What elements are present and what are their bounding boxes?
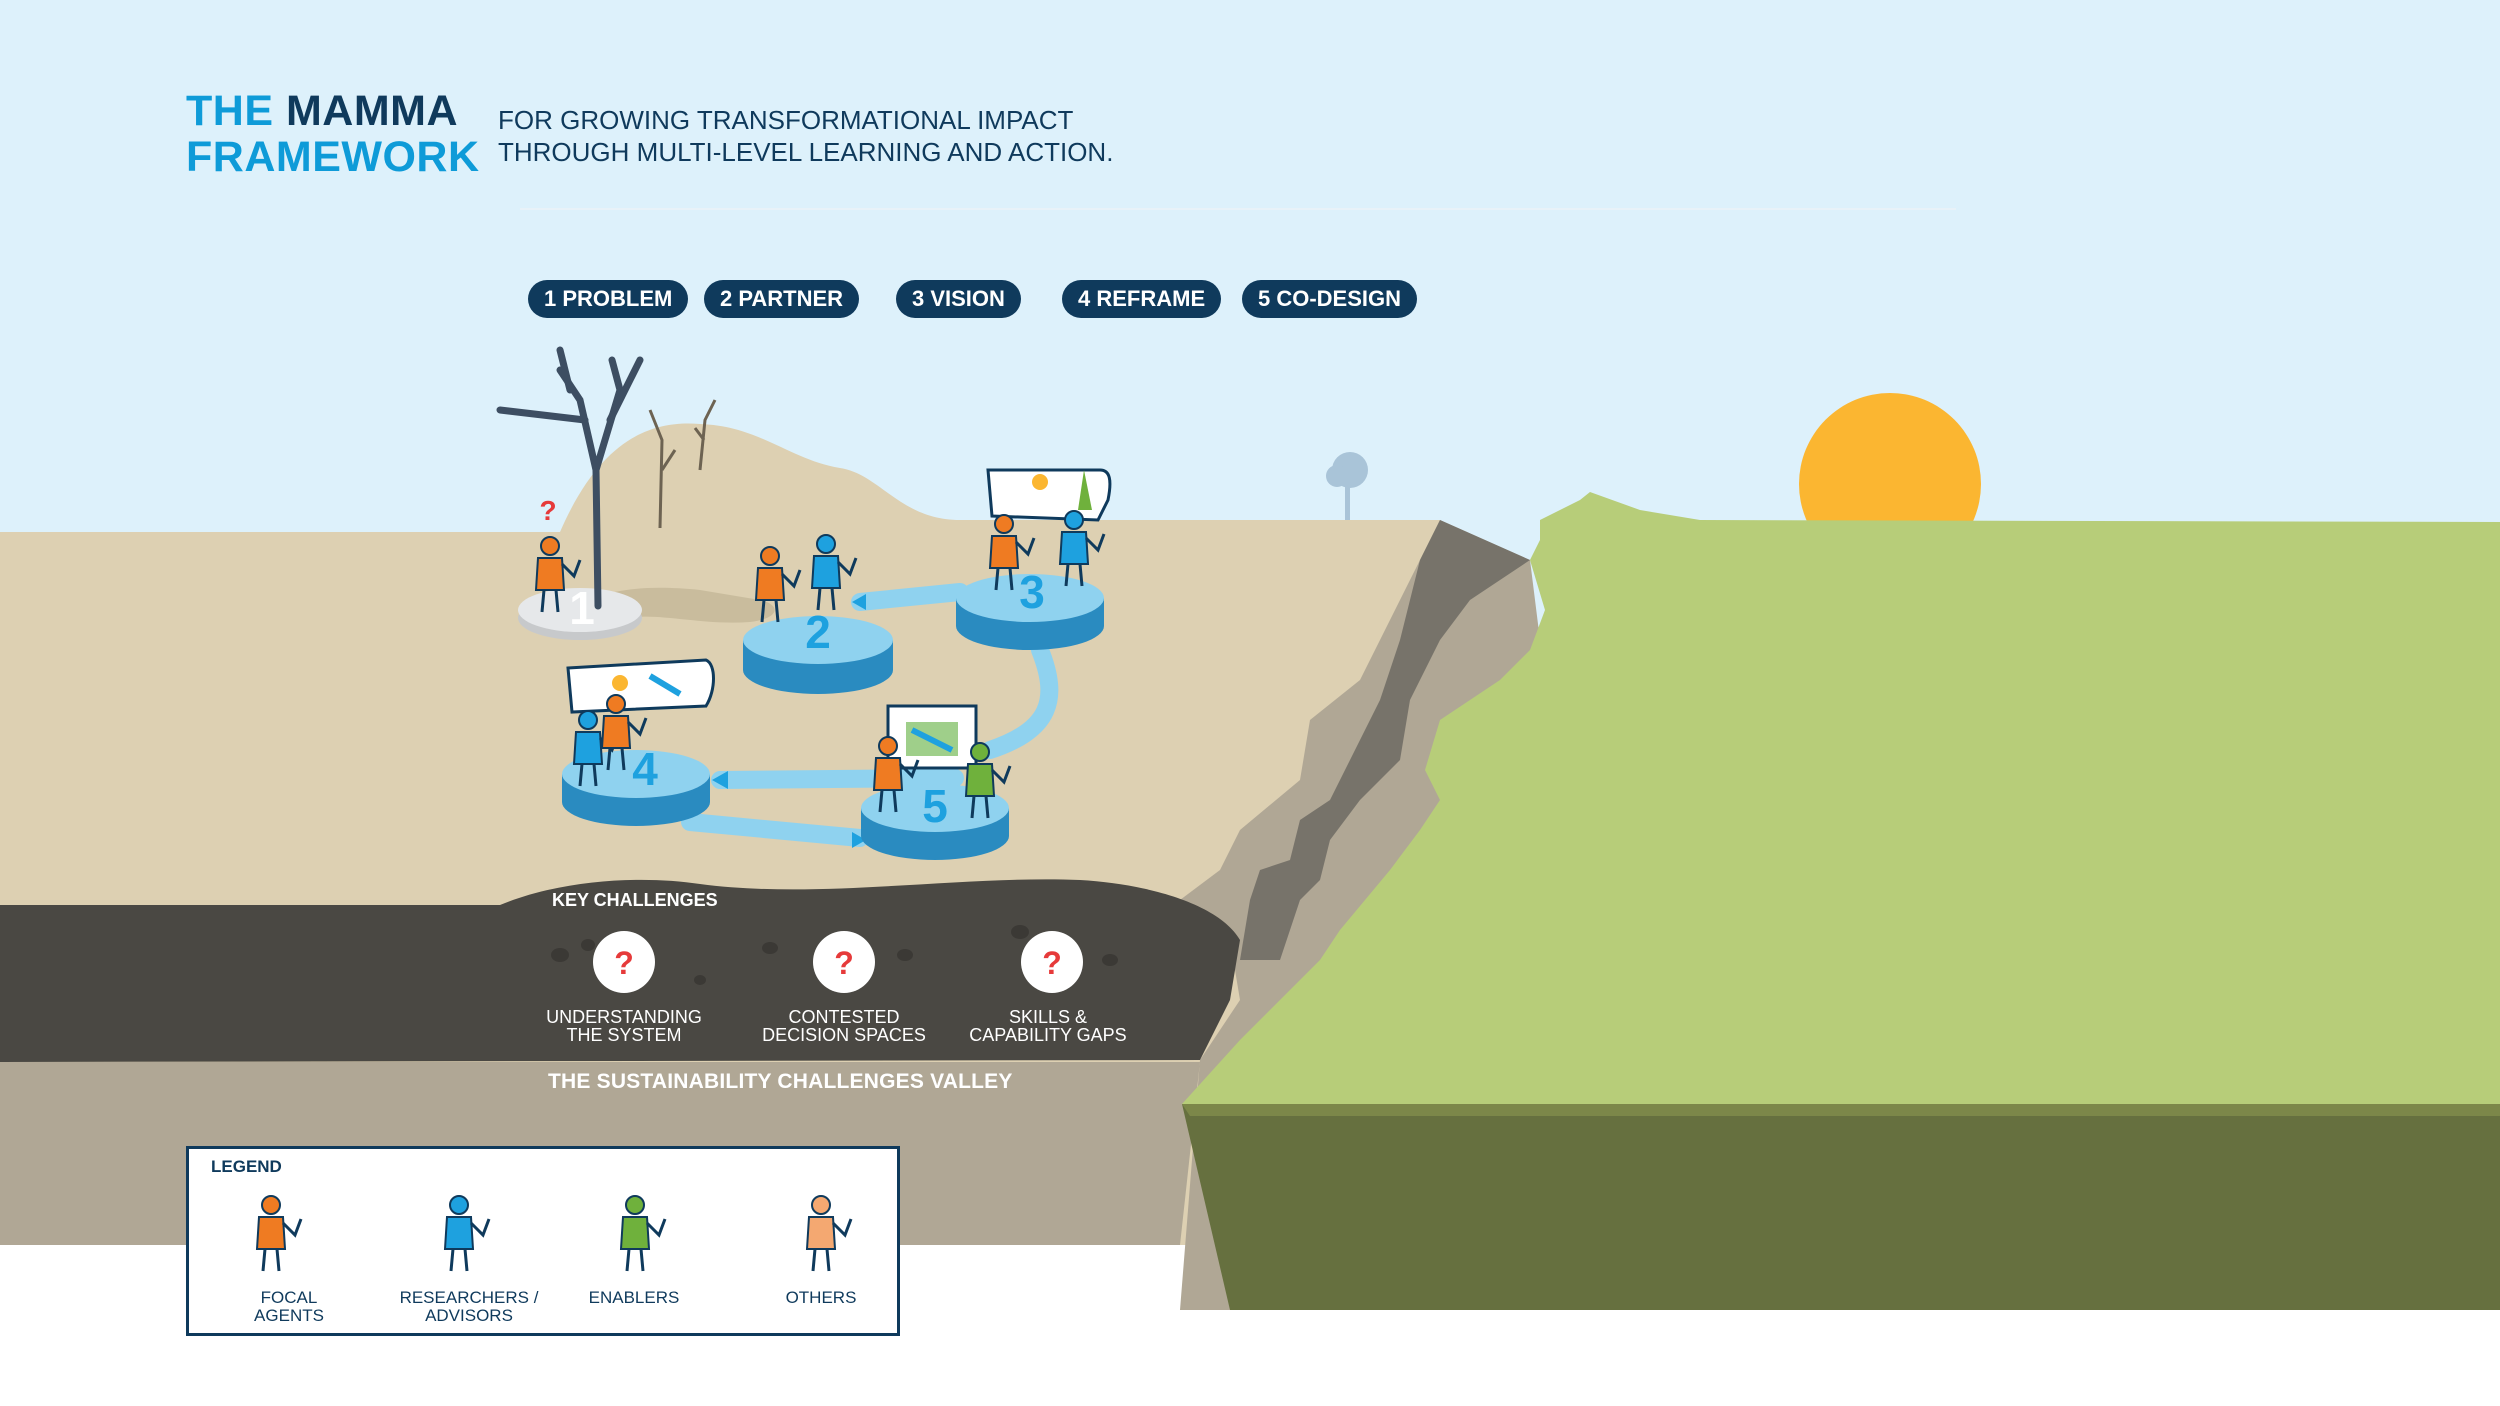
challenge-line: CAPABILITY GAPS [969, 1025, 1127, 1045]
platform-3 [956, 574, 1104, 650]
challenge-icons: ? ? ? [593, 931, 1083, 993]
cliff-face [1182, 1104, 2500, 1310]
researcher-figure [572, 710, 620, 787]
platform-number-4: 4 [632, 743, 658, 795]
legend-line: AGENTS [254, 1306, 324, 1325]
legend-label-focal-agents: FOCAL AGENTS [189, 1289, 389, 1325]
question-mark: ? [834, 945, 854, 981]
platform-number-5: 5 [922, 780, 948, 832]
subtitle-line-1: FOR GROWING TRANSFORMATIONAL IMPACT [498, 105, 1074, 135]
title-word-mamma: MAMMA [285, 87, 459, 135]
step-pill-partner: 2 PARTNER [704, 280, 860, 318]
question-icon [1021, 931, 1083, 993]
title-word-framework: FRAMEWORK [186, 133, 480, 181]
focal-agent-figure [534, 536, 582, 613]
question-icon [593, 931, 655, 993]
legend-label-researchers: RESEARCHERS / ADVISORS [369, 1289, 569, 1325]
legend-line: FOCAL [260, 1288, 318, 1307]
page-title: THE MAMMA FRAMEWORK [186, 88, 480, 180]
question-mark: ? [1042, 945, 1062, 981]
legend-line: ENABLERS [588, 1288, 680, 1307]
problem-question-icon: ? [539, 495, 556, 526]
focal-agent-figure [600, 694, 648, 771]
legend-line: ADVISORS [425, 1306, 513, 1325]
vision-board-3 [986, 468, 1112, 522]
enabler-figure [964, 742, 1012, 819]
legend-title: LEGEND [211, 1157, 282, 1176]
header-divider [520, 208, 1956, 210]
platform-numbers: 1 2 3 4 5 [569, 566, 1045, 832]
subtitle-line-2: THROUGH MULTI-LEVEL LEARNING AND ACTION. [498, 137, 1114, 167]
platform-1 [518, 588, 642, 640]
legend-figures [255, 1195, 853, 1272]
people [534, 510, 1106, 819]
legend-person-icon [619, 1195, 667, 1272]
challenge-skills: SKILLS & CAPABILITY GAPS [938, 1008, 1158, 1044]
platform-2 [743, 616, 893, 694]
focal-agent-figure [754, 546, 802, 623]
legend-label-enablers: ENABLERS [534, 1289, 734, 1307]
step-pill-problem: 1 PROBLEM [528, 280, 689, 318]
step-pill-reframe: 4 REFRAME [1062, 280, 1222, 318]
question-icon [813, 931, 875, 993]
focal-agent-figure [872, 736, 920, 813]
challenge-line: SKILLS & [1008, 1007, 1088, 1027]
step-pill-co-design: 5 CO-DESIGN [1242, 280, 1418, 318]
legend-line: RESEARCHERS / [399, 1288, 539, 1307]
step-pill-vision: 3 VISION [896, 280, 1021, 318]
legend-person-icon [255, 1195, 303, 1272]
challenge-contested: CONTESTED DECISION SPACES [734, 1008, 954, 1044]
dead-tree-icon [496, 346, 644, 610]
title-word-the: THE [186, 87, 274, 135]
legend-person-icon [805, 1195, 853, 1272]
focal-agent-figure [988, 514, 1036, 591]
flow-paths [681, 583, 1059, 847]
platform-number-1: 1 [569, 582, 595, 634]
distant-tree-icon [1326, 452, 1368, 524]
cliff-edge [1182, 1104, 2500, 1116]
vision-board-4 [566, 658, 715, 714]
gorge-shadow [1240, 520, 1530, 960]
small-dead-trees [648, 399, 717, 529]
cliff-plateau [1182, 492, 2500, 1104]
legend: LEGEND FOCAL AGENTS RESEARCHERS / ADVISO… [186, 1146, 900, 1336]
valley-label: THE SUSTAINABILITY CHALLENGES VALLEY [548, 1070, 1013, 1093]
researcher-figure [1058, 510, 1106, 587]
page-subtitle: FOR GROWING TRANSFORMATIONAL IMPACT THRO… [498, 104, 1113, 168]
legend-person-icon [443, 1195, 491, 1272]
easel-board-5 [886, 704, 978, 770]
legend-line: OTHERS [785, 1288, 857, 1307]
key-challenges-title: KEY CHALLENGES [552, 890, 718, 910]
platform-number-3: 3 [1019, 566, 1045, 618]
challenge-understanding: UNDERSTANDING THE SYSTEM [514, 1008, 734, 1044]
legend-label-others: OTHERS [721, 1289, 921, 1307]
challenge-line: THE SYSTEM [566, 1025, 682, 1045]
challenge-line: UNDERSTANDING [546, 1007, 702, 1027]
researcher-figure [810, 534, 858, 611]
question-mark: ? [614, 945, 634, 981]
challenge-line: CONTESTED [788, 1007, 900, 1027]
challenge-line: DECISION SPACES [762, 1025, 926, 1045]
platform-number-2: 2 [805, 606, 831, 658]
